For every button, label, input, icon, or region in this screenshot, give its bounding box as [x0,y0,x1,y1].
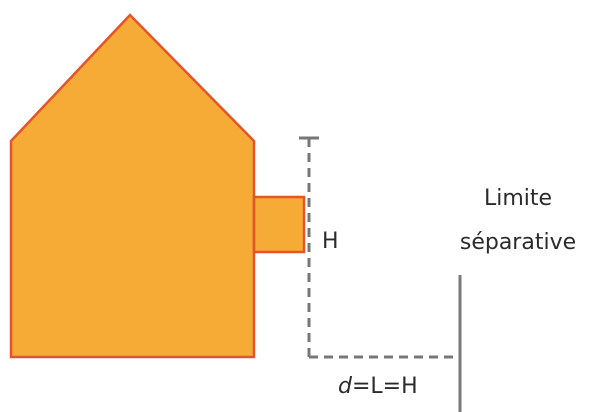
boundary-label-line1: Limite [484,186,552,211]
distance-label: d=L=H [338,374,418,399]
height-label: H [322,229,339,254]
boundary-label-line2: séparative [460,230,576,255]
distance-equation: =L=H [352,374,418,399]
house-shape [9,13,256,359]
annex-shape [252,195,306,254]
distance-variable: d [338,374,353,399]
